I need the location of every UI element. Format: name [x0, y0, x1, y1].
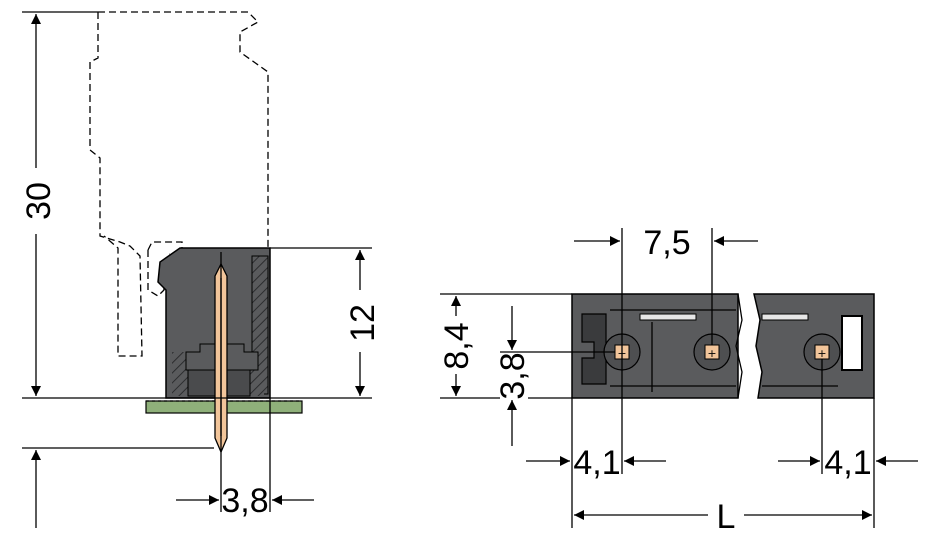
front-top-rail-right [761, 313, 809, 321]
svg-text:+: + [817, 347, 826, 360]
dim-4-1-right-label: 4,1 [824, 444, 871, 482]
dim-L-label: L [717, 498, 736, 536]
side-view: 30 12 3,8 [20, 11, 382, 528]
front-top-rail-left [639, 313, 697, 321]
dim-7-5-label: 7,5 [643, 224, 690, 262]
svg-text:+: + [707, 347, 716, 360]
dim-8-4-label: 8,4 [438, 322, 476, 369]
dim-4-1-left-label: 4,1 [573, 444, 620, 482]
mating-plug-outline [89, 11, 269, 357]
front-latch-slot [581, 313, 607, 385]
dim-30-label: 30 [20, 182, 58, 220]
dim-3-8-front-label: 3,8 [494, 352, 532, 399]
front-end-slot [841, 315, 863, 371]
front-view: + + + 7,5 8,4 3,8 4,1 [438, 224, 918, 536]
dim-12-label: 12 [344, 304, 382, 342]
dim-3-8-side-label: 3,8 [221, 482, 268, 520]
